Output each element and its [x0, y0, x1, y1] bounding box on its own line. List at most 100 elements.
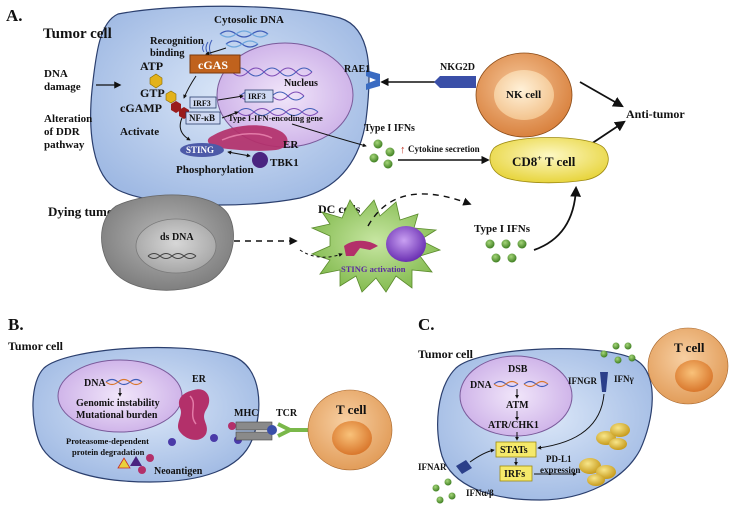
mhc-label: MHC	[234, 408, 258, 419]
ifnar-receptor	[456, 460, 472, 474]
tumor-cell-a-label: Tumor cell	[43, 26, 112, 42]
ifng-label: IFNγ	[614, 374, 634, 384]
ifnab-dot-4	[448, 492, 456, 500]
proteasome-label-1: Proteasome-dependent	[66, 436, 149, 446]
ifng-dot-1	[600, 350, 608, 358]
dc-cell-nucleus	[386, 226, 426, 262]
panel-a-letter: A.	[6, 6, 23, 25]
rae1-receptor	[366, 70, 380, 90]
pdl1-clusters	[579, 423, 630, 486]
ifn-dot-3	[369, 153, 379, 163]
tbk1-sting-arrow	[227, 150, 251, 158]
activate-arrow	[179, 117, 191, 141]
pdl1-label-2: expression	[540, 465, 580, 475]
mhc-receptor	[235, 421, 273, 431]
sting-a-label: STING	[186, 145, 214, 155]
ifng-dot-3	[624, 342, 632, 350]
ddr-label-1: Alteration	[44, 113, 92, 125]
cgas-box	[189, 54, 241, 74]
t-cell-c-nucleus	[675, 360, 713, 392]
er-a	[207, 125, 288, 151]
mutational-burden-label: Mutational burden	[76, 410, 158, 421]
proteasome-label-2: protein degradation	[72, 447, 145, 457]
ifng-dot-4	[614, 356, 622, 364]
ifnab-dot-3	[436, 496, 444, 504]
neoantigen-triangle-1	[117, 457, 131, 469]
ifn2-dot-2	[501, 239, 511, 249]
cd8-suffix: T cell	[542, 154, 576, 169]
cytosolic-dna-label: Cytosolic DNA	[214, 14, 284, 26]
dna-c-label: DNA	[470, 380, 492, 391]
dc-internal-arrow	[299, 249, 343, 258]
er-a-fold	[221, 133, 273, 141]
sting-a	[180, 143, 224, 157]
neoantigen-triangle-2	[130, 456, 142, 466]
ifnar-to-stats-arrow	[469, 448, 495, 463]
er-a-label: ER	[283, 139, 299, 151]
atr-chk1-label: ATR/CHK1	[488, 420, 539, 431]
mhc-peptide	[267, 425, 277, 435]
nfkb-label: NF-κB	[189, 113, 215, 123]
nkg2d-receptor	[434, 76, 476, 88]
neoantigen-dot-1	[146, 454, 154, 462]
neoantigen-dot-2	[138, 466, 146, 474]
atp-icon	[149, 73, 163, 89]
ifnar-label: IFNAR	[418, 462, 447, 472]
genomic-instability-label: Genomic instability	[76, 398, 160, 409]
cd8-prefix: CD8	[512, 154, 538, 169]
t-cell-b-nucleus	[332, 421, 372, 455]
cd8-sup: +	[537, 154, 542, 163]
ddr-label-2: of DDR	[44, 126, 81, 138]
ifng-dot-2	[612, 342, 620, 350]
nk-cell-label: NK cell	[506, 89, 541, 101]
tcr-receptor	[277, 422, 312, 438]
tumor-cell-c-label: Tumor cell	[418, 347, 474, 361]
pdl1-label-1: PD-L1	[546, 454, 572, 464]
dna-c-icon	[493, 380, 549, 388]
stats-label: STATs	[500, 445, 528, 456]
irf3-box	[189, 96, 217, 109]
gtp-label: GTP	[140, 86, 165, 100]
neoantigen-dot-3	[168, 438, 176, 446]
cd8-t-cell-label: CD8+ T cell	[512, 154, 576, 169]
cytokine-secretion-label: Cytokine secretion	[408, 144, 480, 154]
ds-dna-label: ds DNA	[160, 232, 194, 243]
nk-to-antitumor-arrow	[579, 81, 624, 108]
ifngr-receptor	[600, 372, 608, 392]
atp-label: ATP	[140, 59, 163, 73]
nucleus-a-label: Nucleus	[284, 78, 318, 89]
irf3-label: IRF3	[193, 99, 211, 108]
dc-to-ifns-arrow	[367, 193, 472, 227]
cgamp-hex-1	[171, 101, 181, 113]
ifn-dot-1	[373, 139, 383, 149]
ifnab-dot-2	[444, 478, 452, 486]
cgamp-label: cGAMP	[120, 101, 162, 115]
neoantigen-dot-5	[228, 422, 236, 430]
cytosolic-dna-icon	[219, 30, 269, 48]
nkg2d-label: NKG2D	[440, 62, 475, 73]
nk-cell-nucleus	[494, 70, 554, 120]
ifn2-dot-1	[485, 239, 495, 249]
cd8-to-antitumor-arrow	[587, 120, 626, 147]
er-b-fold	[189, 395, 197, 425]
dc-sting-er	[344, 240, 378, 256]
ifnab-label: IFNα/β	[466, 488, 494, 498]
pdl1-blob-3	[609, 438, 627, 450]
er-b	[178, 389, 210, 440]
activate-label: Activate	[120, 126, 159, 138]
tumor-cell-b-label: Tumor cell	[8, 339, 64, 353]
anti-tumor-label: Anti-tumor	[626, 107, 685, 121]
recognition-label: Recognition	[150, 36, 204, 47]
ifn2-dot-5	[507, 253, 517, 263]
cytokine-up-arrow: ↑	[400, 144, 406, 156]
t-cell-b-label: T cell	[336, 402, 367, 417]
pdl1-blob-6	[587, 474, 605, 486]
dsb-label: DSB	[508, 364, 528, 375]
neoantigen-label: Neoantigen	[154, 466, 203, 477]
gtp-icon	[165, 90, 177, 104]
nfkb-to-nucleus-arrow	[221, 111, 239, 119]
rae1-label: RAE1	[344, 64, 370, 75]
irf3-nucleus-label: IRF3	[248, 92, 266, 101]
